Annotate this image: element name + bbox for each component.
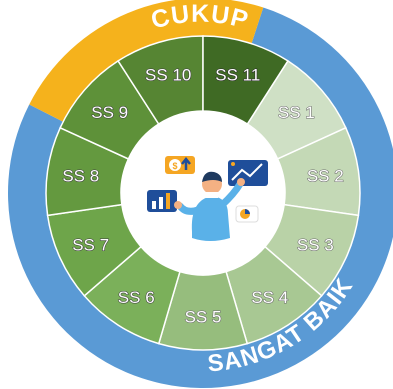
segment-label-ss-1: SS 1 [278, 103, 315, 122]
segment-label-ss-7: SS 7 [72, 235, 109, 254]
arrow-up-icon [181, 156, 191, 170]
segment-label-ss-3: SS 3 [297, 235, 334, 254]
cukup-band [29, 0, 264, 122]
segment-label-ss-5: SS 5 [185, 308, 222, 327]
segment-label-ss-2: SS 2 [307, 166, 344, 185]
center-circle [121, 111, 285, 275]
person-analyzing-charts-icon: $ [147, 156, 268, 241]
segment-ring: SS 1 SS 2 SS 3 SS 4 SS 5 SS 6 SS 7 SS 8 SS 9 SS 1… [45, 35, 361, 351]
segment-label-ss-9: SS 9 [91, 103, 128, 122]
svg-text:$: $ [172, 161, 177, 171]
segment-label-ss-8: SS 8 [62, 166, 99, 185]
segment-label-ss-6: SS 6 [118, 288, 155, 307]
segment-label-ss-11: SS 11 [215, 66, 260, 85]
segment-label-ss-10: SS 10 [145, 66, 191, 85]
trend-line-icon [231, 163, 263, 181]
segment-label-ss-4: SS 4 [251, 288, 288, 307]
coin-icon [169, 159, 181, 171]
outer-ring [8, 0, 393, 388]
